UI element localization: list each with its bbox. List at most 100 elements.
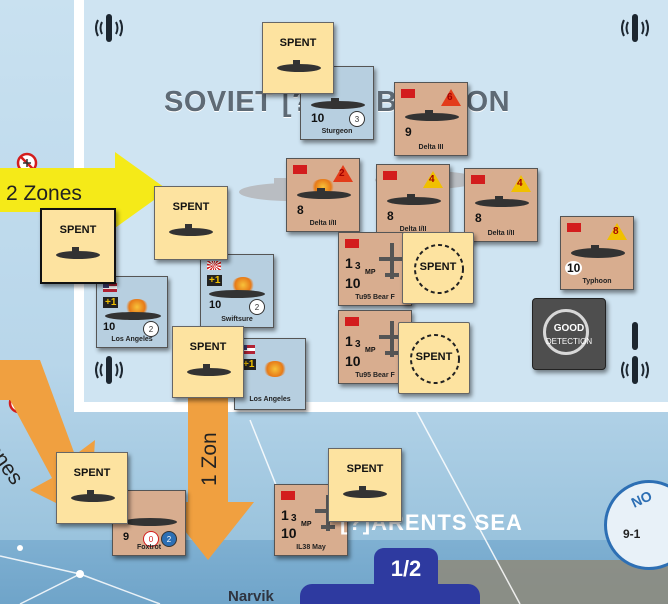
spent-marker[interactable]: SPENT <box>56 452 128 524</box>
unit-counter-los-angeles[interactable]: +1 Los Angeles <box>234 338 306 410</box>
unit-defense-circle: 3 <box>349 111 365 127</box>
submarine-icon <box>56 247 100 259</box>
unit-attack-value: 10 <box>565 261 583 275</box>
unit-counter-delta-iii[interactable]: 6 9 Delta III <box>394 82 468 156</box>
asw-spent-marker[interactable]: SPENT <box>398 322 470 394</box>
unit-attack-value: 10 <box>103 321 116 333</box>
asw-spent-marker[interactable]: SPENT <box>402 232 474 304</box>
unit-sub-value: 3 <box>355 261 361 272</box>
soviet-flag-icon <box>567 223 581 232</box>
move-arrow-1-zone <box>180 392 254 560</box>
unit-attack-value: 10 <box>311 111 325 125</box>
unit-modifier: +1 <box>103 297 119 308</box>
arrow-label-1-zone: 1 Zon <box>198 432 221 486</box>
turn-marker-label: 1/2 <box>390 556 422 581</box>
spent-marker[interactable]: SPENT <box>262 22 334 94</box>
submarine-icon <box>343 486 387 498</box>
submarine-icon <box>187 364 231 376</box>
good-detection-marker[interactable]: GOOD DETECTION <box>532 298 606 370</box>
hit-burst-icon <box>263 361 287 377</box>
unit-name: Los Angeles <box>249 396 291 403</box>
unit-top-value: 1 <box>345 333 353 349</box>
unit-name: Delta III <box>418 144 444 151</box>
sonar-icon <box>618 318 652 358</box>
strength-badge: 8 <box>607 223 627 240</box>
us-flag-icon <box>103 283 117 292</box>
unit-attack-value: 10 <box>345 275 361 291</box>
unit-attack-value: 10 <box>209 299 222 311</box>
unit-counter-delta-i-ii[interactable]: 4 8 Delta I/II <box>464 168 538 242</box>
compass-rose: NO 9-1 <box>604 480 668 570</box>
unit-name: Tu95 Bear F <box>355 294 395 301</box>
unit-name: Delta I/II <box>399 226 427 233</box>
unit-defense-circle: 2 <box>143 321 159 337</box>
unit-speed-circle: 2 <box>161 531 177 547</box>
aircraft-icon <box>379 243 405 279</box>
spent-label: SPENT <box>59 224 97 236</box>
spent-label: SPENT <box>346 463 384 475</box>
turn-marker[interactable]: 1/2 <box>374 548 438 604</box>
unit-attack-value: 9 <box>405 125 412 139</box>
asw-spent-label: SPENT <box>415 351 453 363</box>
strength-badge: 4 <box>423 171 443 188</box>
submarine-icon <box>169 224 213 236</box>
dashed-circle-icon <box>414 244 464 294</box>
unit-name: Los Angeles <box>111 336 153 343</box>
unit-mp-label: MP <box>301 521 312 528</box>
hit-burst-icon <box>231 277 255 293</box>
spent-label: SPENT <box>189 341 227 353</box>
detection-ring-icon <box>543 309 589 355</box>
arrow-label-2-zones: 2 Zones <box>6 182 82 205</box>
unit-name: Typhoon <box>582 278 612 285</box>
strength-badge: 4 <box>511 175 531 192</box>
unit-top-value: 1 <box>281 507 289 523</box>
soviet-flag-icon <box>383 171 397 180</box>
unit-counter-delta-i-ii[interactable]: 2 8 Delta I/II <box>286 158 360 232</box>
unit-attack-value: 8 <box>297 203 304 217</box>
unit-top-value: 1 <box>345 255 353 271</box>
submarine-icon <box>71 490 115 502</box>
spent-label: SPENT <box>279 37 317 49</box>
unit-counter-los-angeles[interactable]: +1 10 2 Los Angeles <box>96 276 168 348</box>
spent-label: SPENT <box>172 201 210 213</box>
unit-name: Tu95 Bear F <box>355 372 395 379</box>
sonar-icon <box>618 352 652 392</box>
unit-counter-typhoon[interactable]: 8 10 Typhoon <box>560 216 634 290</box>
unit-modifier: +1 <box>207 275 223 286</box>
unit-name: Delta I/II <box>309 220 337 227</box>
unit-attack-value: 9 <box>123 531 130 543</box>
unit-sub-value: 3 <box>291 513 297 524</box>
unit-defense-circle: 0 <box>143 531 159 547</box>
compass-north-label: NO <box>628 487 655 511</box>
compass-range-label: 9-1 <box>623 527 641 541</box>
spent-marker[interactable]: SPENT <box>154 186 228 260</box>
unit-attack-value: 8 <box>387 209 394 223</box>
asw-spent-label: SPENT <box>419 261 457 273</box>
soviet-flag-icon <box>401 89 415 98</box>
spent-marker[interactable]: SPENT <box>328 448 402 522</box>
dashed-circle-icon <box>410 334 460 384</box>
soviet-flag-icon <box>293 165 307 174</box>
submarine-icon <box>277 60 321 72</box>
unit-name: Swiftsure <box>221 316 253 323</box>
good-detection-line2: DETECTION <box>545 337 593 346</box>
unit-mp-label: MP <box>365 269 376 276</box>
soviet-flag-icon <box>281 491 295 500</box>
soviet-flag-icon <box>345 239 359 248</box>
spent-marker[interactable]: SPENT <box>172 326 244 398</box>
unit-attack-value: 10 <box>345 353 361 369</box>
unit-defense-circle: 2 <box>249 299 265 315</box>
unit-counter-tu95-bear[interactable]: 1 3 10 MP Tu95 Bear F <box>338 232 412 306</box>
strength-badge: 2 <box>333 165 353 182</box>
unit-counter-swiftsure[interactable]: +1 10 2 Swiftsure <box>200 254 274 328</box>
unit-modifier: +1 <box>241 359 257 370</box>
sonar-icon <box>92 352 126 392</box>
us-flag-icon <box>241 345 255 354</box>
unit-attack-value: 10 <box>281 525 297 541</box>
unit-counter-delta-i-ii[interactable]: 4 8 Delta I/II <box>376 164 450 238</box>
spent-marker[interactable]: SPENT <box>40 208 116 284</box>
spent-label: SPENT <box>73 467 111 479</box>
hit-burst-icon <box>125 299 149 315</box>
sonar-icon <box>92 10 126 50</box>
